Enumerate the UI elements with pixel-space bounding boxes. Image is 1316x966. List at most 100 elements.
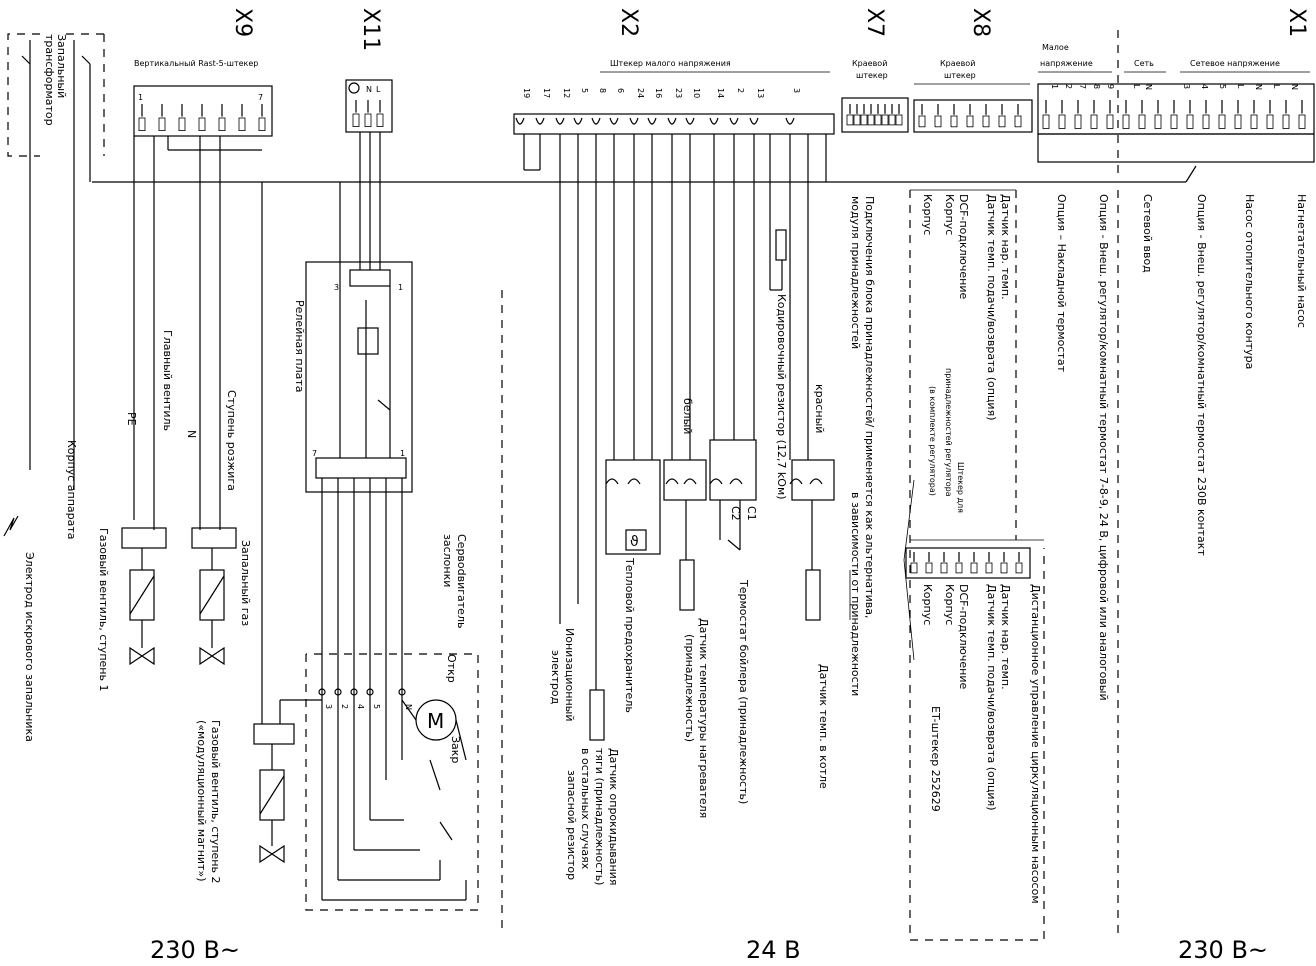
- x1-main-pin-label: N: [1254, 84, 1263, 90]
- gas-valve-1-label: Газовый вентиль, ступень 1: [97, 528, 110, 691]
- x2-pin-number: 10: [692, 88, 701, 98]
- relay-board: [305, 132, 413, 493]
- x9-terminal: [238, 104, 246, 132]
- connector-x1-id: X1: [1284, 8, 1309, 37]
- x1-low-voltage-1: Малое: [1042, 43, 1069, 52]
- x1-terminal: [1298, 100, 1306, 129]
- x1-low-pin-number: 8: [1092, 84, 1101, 89]
- x8-dcf-label: DCF-подключение: [957, 194, 970, 300]
- x1-terminal: [1218, 100, 1226, 129]
- x11-terminal: [352, 100, 360, 128]
- gas-valve-2-label-a: Газовый вентиль, ступень 2: [209, 720, 222, 883]
- regulator-plug-label-2: принадлежностей регулятора: [944, 368, 953, 497]
- close-label: Закр: [449, 736, 462, 763]
- x1-terminal: [1074, 100, 1082, 129]
- x8-title-2: штекер: [944, 71, 976, 80]
- accessory-label-3: в зависимости от принадлежности: [849, 492, 862, 696]
- x2-socket: [647, 117, 657, 125]
- x11-terminal: [376, 100, 384, 128]
- remote-housing-label: Корпус: [943, 584, 956, 625]
- servo-terminal-label: 3: [324, 704, 333, 709]
- ignition-stage-label: Ступень розжига: [225, 390, 238, 491]
- x2-title: Штекер малого напряжения: [610, 59, 731, 68]
- servo-terminal-label: 4: [356, 704, 365, 709]
- x1-terminal: [1186, 100, 1194, 129]
- c2-label: C2: [729, 506, 742, 521]
- x9-terminal: [258, 104, 266, 132]
- x1-terminal: [1122, 100, 1130, 129]
- ignition-gas-label: Запальный газ: [239, 540, 252, 626]
- plug-connector: [809, 478, 823, 485]
- servo-terminal: [350, 688, 358, 696]
- x8-connector: [913, 99, 1033, 133]
- x2-pin-number: 3: [792, 88, 801, 93]
- servo-label-1: Сервodвигатель: [455, 534, 468, 628]
- x2-socket: [555, 117, 565, 125]
- relay-pin-3: 3: [334, 283, 339, 292]
- x2-pin-number: 16: [654, 88, 663, 98]
- red-label: красный: [813, 384, 826, 433]
- spark-electrode-label: Электрод искрового запальника: [23, 552, 36, 742]
- servo-terminal: [334, 688, 342, 696]
- x7-terminal: [867, 104, 875, 126]
- x1-terminal: [1154, 100, 1162, 129]
- et-plug-label: ET-штекер 252629: [929, 706, 942, 812]
- relay-wires: [279, 478, 467, 901]
- connector-x11-id: X11: [358, 8, 383, 51]
- x1-terminal: [1202, 100, 1210, 129]
- ionization-label-2: электрод: [549, 650, 562, 705]
- coding-resistor-label: Кодировочный резистор (12,7 kОм): [775, 294, 788, 500]
- x8-terminal: [982, 104, 990, 128]
- gas-valve-2-label-b: («модуляционный магнит»): [195, 720, 208, 881]
- open-label: Откр: [445, 654, 458, 683]
- x9-terminal: [198, 104, 206, 132]
- x7-terminal: [874, 104, 882, 126]
- thermal-fuse-label: Тепловой предохранитель: [623, 557, 636, 713]
- x1-net: Сеть: [1134, 59, 1154, 68]
- remote-outdoor-label: Датчик нар. темп.: [999, 584, 1012, 690]
- x1-terminal: [1250, 100, 1258, 129]
- x9-terminal: [158, 104, 166, 132]
- x2-socket: [515, 117, 525, 125]
- x9-terminal: [218, 104, 226, 132]
- accessory-label-1: Подключения блока принадлежностей/ приме…: [863, 196, 876, 618]
- x2-socket: [591, 117, 601, 125]
- x11-pin-n: N: [366, 85, 372, 94]
- tilt-label-1: Датчик опрокидывания: [607, 748, 620, 885]
- pe-label: PE: [125, 412, 138, 426]
- x8-housing2-label: Корпус: [943, 194, 956, 235]
- tilt-label-3: в остальных случаях: [579, 748, 592, 870]
- remote-label: Дистанционное управление циркуляционным …: [1029, 584, 1042, 904]
- relay-board-label: Релейная плата: [293, 300, 306, 393]
- x7-terminal: [881, 104, 889, 126]
- x9-pin-7: 7: [258, 93, 263, 102]
- x9-title: Вертикальный Rast-5-штекер: [134, 59, 258, 68]
- x1-low-pin-number: 9: [1106, 84, 1115, 89]
- x9-terminal: [178, 104, 186, 132]
- x1-net-voltage: Сетевое напряжение: [1190, 59, 1280, 68]
- x7-terminal: [895, 104, 903, 126]
- x2-pin-number: 6: [616, 88, 625, 93]
- x9-pin-1: 1: [138, 93, 143, 102]
- ionization-label-1: Ионизационный: [563, 628, 576, 721]
- x7-title-1: Краевой: [852, 59, 887, 68]
- boiler-thermostat-label: Термостат бойлера (принадлежность): [737, 579, 750, 804]
- x1-terminal: [1090, 100, 1098, 129]
- x2-socket: [573, 117, 583, 125]
- x2-socket: [667, 117, 677, 125]
- gas-valve-ignition: [191, 527, 237, 666]
- x1-terminal: [1234, 100, 1242, 129]
- servo-label-2: заслонки: [441, 534, 454, 587]
- x1-terminal: [1266, 100, 1274, 129]
- remote-terminal: [985, 552, 993, 574]
- mains-input-label: Сетевой ввод: [1141, 194, 1154, 273]
- gas-valve-1: [121, 527, 167, 666]
- x8-terminal: [950, 104, 958, 128]
- x2-pin-number: 5: [580, 88, 589, 93]
- ext-regulator-digital-label: Опция - Внеш. регулятор/комнатный термос…: [1097, 194, 1110, 701]
- remote-terminal: [925, 552, 933, 574]
- x1-terminal: [1042, 100, 1050, 129]
